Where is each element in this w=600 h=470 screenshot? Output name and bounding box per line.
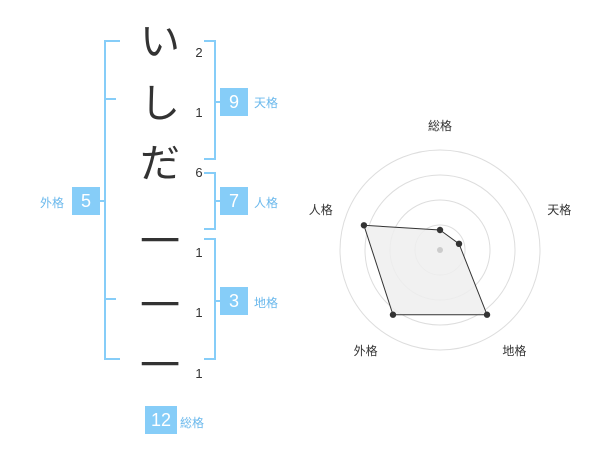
stroke-count-6: 1 xyxy=(195,366,203,381)
radar-axis-label-gaikaku: 外格 xyxy=(353,344,378,359)
radar-axis-label-chikaku: 地格 xyxy=(502,344,527,359)
radar-grid-ring xyxy=(339,149,541,351)
radar-grid-ring xyxy=(364,174,516,326)
jinkaku-value: 7 xyxy=(220,187,248,215)
name-char-2: し xyxy=(140,81,180,127)
chikaku-label: 地格 xyxy=(254,296,279,310)
radar-point-3 xyxy=(483,311,491,318)
name-char-6: 一 xyxy=(140,343,180,389)
tenkaku-value: 9 xyxy=(220,88,248,116)
radar-point-1 xyxy=(436,226,444,234)
radar-axis-label-jinkaku: 人格 xyxy=(308,202,333,217)
gaikaku-label: 外格 xyxy=(40,196,65,210)
radar-point-5 xyxy=(360,222,368,229)
tenkaku-label: 天格 xyxy=(254,96,279,110)
name-char-4: 一 xyxy=(140,219,180,265)
name-char-3: だ xyxy=(140,141,180,187)
radar-axis-label-soukaku: 総格 xyxy=(428,119,453,133)
jinkaku-label: 人格 xyxy=(254,196,279,210)
radar-center-dot xyxy=(437,247,443,253)
stroke-count-1: 2 xyxy=(195,45,203,60)
chikaku-value: 3 xyxy=(220,287,248,315)
soukaku-value: 12 xyxy=(145,406,177,434)
stroke-count-4: 1 xyxy=(195,245,203,260)
radar-axis-label-tenkaku: 天格 xyxy=(547,202,572,217)
radar-point-4 xyxy=(389,311,397,318)
name-char-5: 一 xyxy=(140,283,180,329)
gaikaku-value: 5 xyxy=(72,187,100,215)
stroke-count-3: 6 xyxy=(195,165,203,180)
stroke-count-5: 1 xyxy=(195,305,203,320)
radar-point-2 xyxy=(455,240,463,248)
name-char-1: い xyxy=(140,19,180,65)
soukaku-label: 総格 xyxy=(180,416,205,430)
radar-series-polygon xyxy=(363,224,488,316)
stroke-count-2: 1 xyxy=(195,105,203,120)
